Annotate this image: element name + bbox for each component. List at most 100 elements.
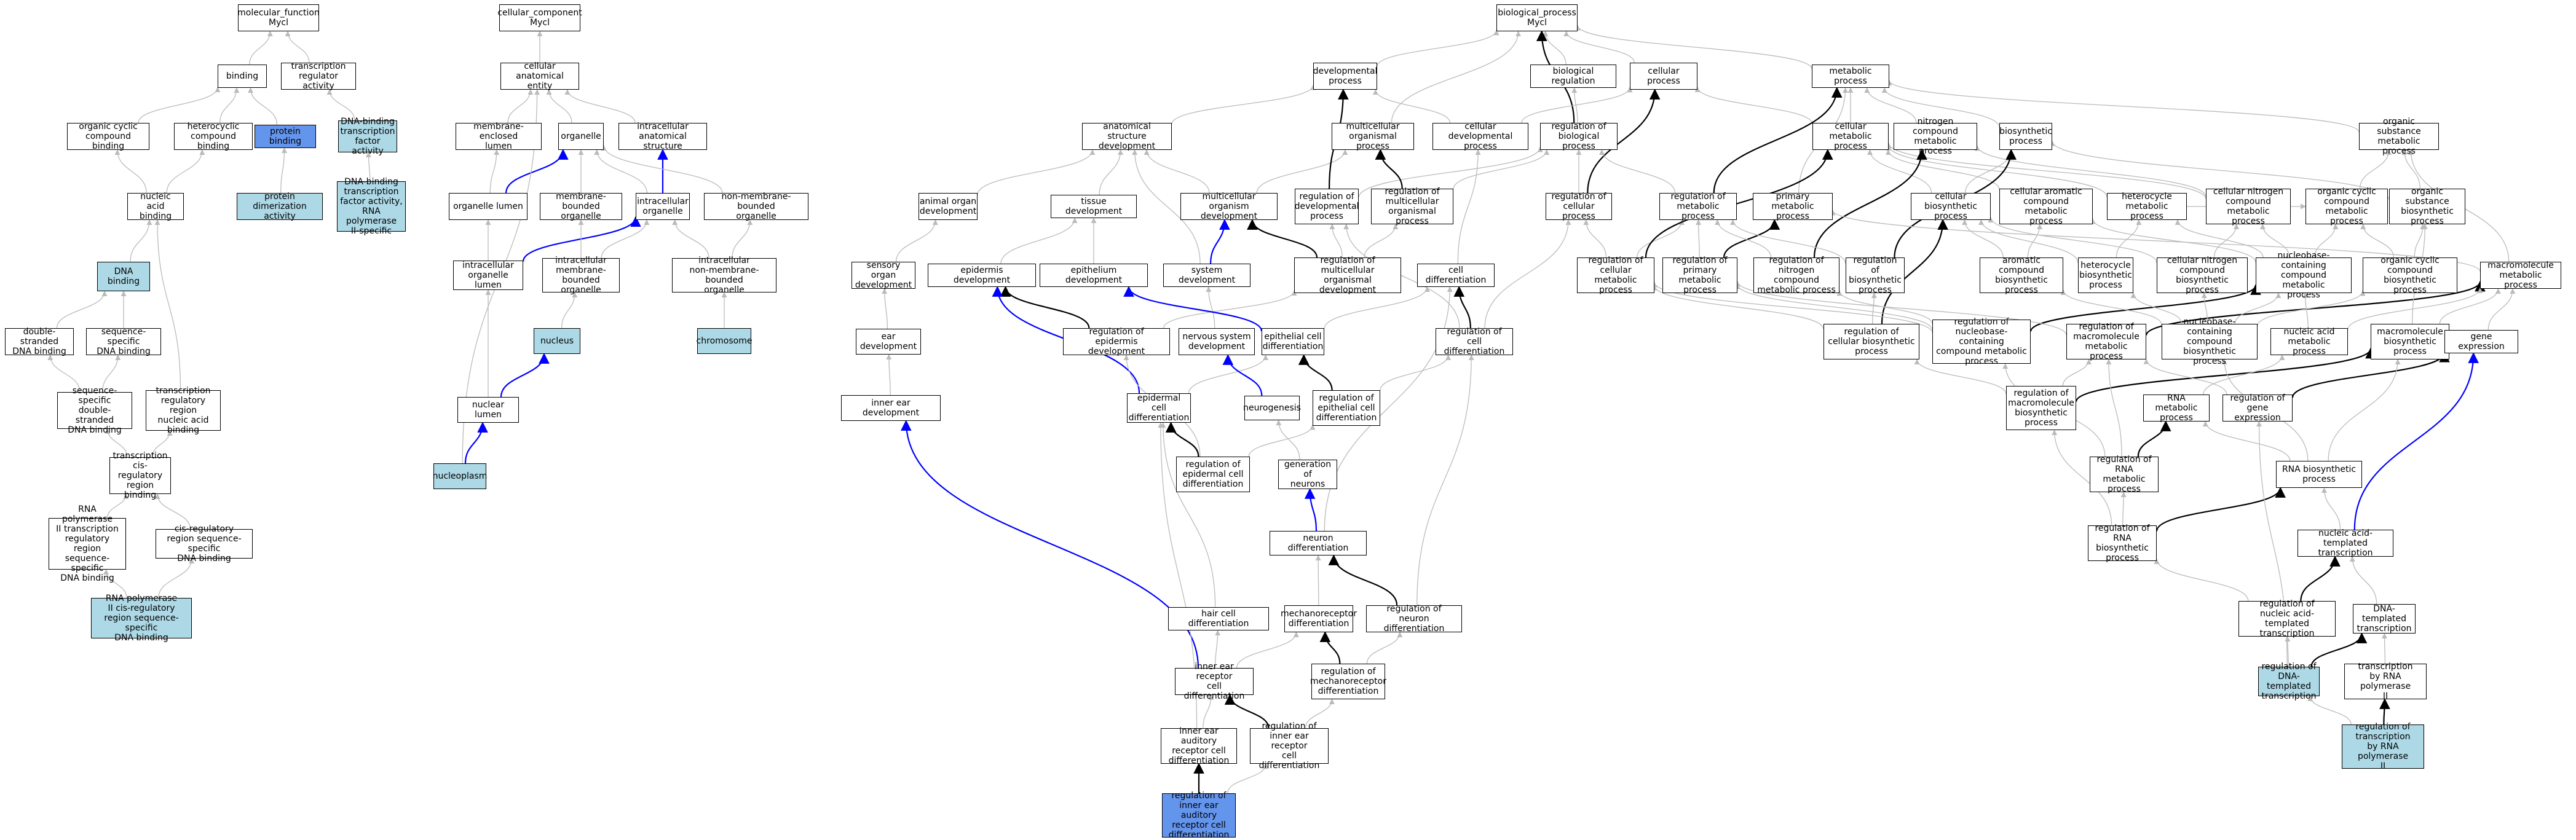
edge-part-of-org-lumen-to-organelle [505, 149, 569, 194]
go-term-ear-dev: ear development [856, 329, 921, 355]
go-term-protein-binding: protein binding [255, 125, 316, 148]
go-term-binding: binding [218, 65, 267, 88]
edge-is-a-multi-org-proc-to-bp-root [1391, 31, 1522, 124]
go-term-org-cyc-met: organic cyclic compound metabolic proces… [2305, 187, 2388, 226]
edge-is-a-gen-neurons-to-neurogenesis [1276, 420, 1300, 460]
edge-is-a-org-lumen-to-mem-lumen [489, 149, 500, 194]
edge-is-a-nucleic-met-to-nucleobase-met [2302, 292, 2309, 329]
edge-is-a-intra-mem-org-to-intra-org [601, 219, 650, 259]
go-term-cis-reg-seq: cis-regulatory region sequence-specific … [156, 524, 253, 563]
edge-is-a-cell-nitro-bios-to-cell-nitro-met [2213, 224, 2240, 258]
go-term-tissue-dev: tissue development [1051, 195, 1137, 218]
edge-is-a-reg-primary-met-to-reg-met-proc [1696, 219, 1702, 258]
edge-is-a-epidermis-dev-to-tissue-dev [1000, 218, 1078, 264]
edge-is-a-reg-rna-bios-to-reg-rna-met [2120, 492, 2127, 526]
edge-is-a-organelle-to-cell-anat [546, 89, 572, 124]
edge-is-a-reg-neuron-diff-to-reg-cell-diff [1416, 355, 1474, 606]
edge-is-a-nucleobase-met-to-cell-nitro-met [2259, 224, 2290, 258]
edge-is-a-cellular-proc-to-bp-root [1563, 31, 1635, 63]
go-term-cell-anat: cellular anatomical entity [500, 61, 579, 91]
go-term-cell-nitro-bios: cellular nitrogen compound biosynthetic … [2157, 256, 2248, 295]
go-term-nucleic-binding: nucleic acid binding [127, 192, 184, 221]
go-term-reg-met-proc: regulation of metabolic process [1659, 192, 1737, 221]
go-term-metabolic-proc: metabolic process [1812, 65, 1889, 88]
edge-is-a-dna-binding-to-nucleic-binding [130, 219, 152, 262]
edge-is-a-cell-aromatic-to-cell-met-proc [1885, 149, 2000, 190]
edge-is-a-org-cyc-bios-to-org-cyc-met [2360, 224, 2394, 258]
edge-is-a-system-dev-to-anat-dev [1132, 149, 1201, 264]
edge-is-a-dna-tf-rnapol-to-dna-binding-tf [365, 152, 371, 182]
edge-is-a-dna-templ-tr-to-na-templ-tr [2349, 556, 2377, 605]
edge-is-a-tr-region-nab-to-nucleic-binding [154, 219, 181, 391]
go-term-nuclear-lumen: nuclear lumen [457, 397, 519, 423]
edge-is-a-rnapol-tr-region-to-tr-cis-binding [106, 493, 129, 519]
edge-regulates-reg-na-templ-tr-to-na-templ-tr [2300, 555, 2341, 602]
go-term-nervous-dev: nervous system development [1179, 328, 1255, 355]
go-term-dna-binding: DNA binding [97, 262, 150, 291]
go-term-org-sub-bios: organic substance biosynthetic process [2389, 187, 2465, 226]
go-term-hair-cell-diff: hair cell differentiation [1168, 607, 1269, 630]
edge-is-a-cell-diff-to-cell-dev-proc [1457, 149, 1481, 264]
edge-is-a-nucleic-binding-to-org-cyc-binding [114, 149, 147, 194]
go-term-cell-nitro-met: cellular nitrogen compound metabolic pro… [2206, 187, 2291, 226]
edge-is-a-reg-dev-proc-to-reg-bio-proc [1358, 146, 1543, 198]
edge-part-of-intra-org-lumen-to-intra-org [522, 216, 641, 262]
edge-is-a-seq-ds-dna-to-seq-dna [101, 355, 121, 393]
go-term-reg-cell-proc: regulation of cellular process [1546, 192, 1612, 221]
edge-regulates-reg-dna-templ-tr-to-dna-templ-tr [2310, 632, 2368, 667]
edge-is-a-nonmem-org-to-organelle [601, 144, 723, 194]
edge-is-a-epid-cell-diff-to-epi-cell-diff [1188, 355, 1269, 394]
edge-is-a-cell-nitro-bios-to-cell-biosynth [1988, 216, 2157, 263]
edge-is-a-reg-tr-rnapol2-to-reg-dna-templ-tr [2307, 696, 2352, 725]
edge-part-of-system-dev-to-multi-org-dev [1210, 219, 1230, 264]
go-term-reg-cell-met: regulation of cellular metabolic process [1577, 256, 1654, 295]
go-term-reg-neuron-diff: regulation of neuron differentiation [1366, 604, 1462, 634]
edge-is-a-cell-biosynth-to-cell-met-proc [1867, 149, 1932, 194]
go-term-animal-organ-dev: animal organ development [919, 193, 978, 220]
edge-regulates-reg-inner-ear-rec-diff-to-inner-ear-rec-diff [1224, 694, 1270, 729]
go-term-multi-org-proc: multicellular organismal process [1332, 122, 1414, 151]
edge-regulates-reg-rna-bios-to-rna-bios [2155, 487, 2286, 532]
go-term-dna-binding-tf: DNA-binding transcription factor activit… [338, 117, 397, 156]
go-term-dna-templ-tr: DNA-templated transcription [2353, 604, 2416, 634]
go-term-system-dev: system development [1163, 264, 1250, 287]
go-term-nonmem-org: non-membrane-bounded organelle [704, 192, 808, 221]
edge-is-a-reg-met-proc-to-reg-bio-proc [1598, 149, 1676, 194]
go-term-macro-met: macromolecule metabolic process [2480, 261, 2561, 290]
edge-is-a-reg-nucleobase-met-to-reg-nitro-met [1836, 290, 1933, 324]
edge-is-a-reg-rna-bios-to-reg-macro-bios [2052, 430, 2112, 526]
go-term-inner-ear-dev: inner ear development [841, 395, 941, 421]
go-term-hetero-met: heterocycle metabolic process [2107, 192, 2187, 221]
edge-is-a-nucleobase-met-to-org-cyc-met [2314, 224, 2339, 258]
edge-regulates-reg-macro-bios-to-macro-bios [2075, 347, 2376, 402]
edge-regulates-reg-tr-rnapol2-to-tr-rnapol2 [2379, 698, 2390, 725]
go-term-rnapol-tr-region: RNA polymerase II transcription regulato… [49, 504, 126, 583]
go-term-reg-macro-bios: regulation of macromolecule biosynthetic… [2006, 386, 2076, 430]
go-term-intra-org-lumen: intracellular organelle lumen [453, 261, 523, 290]
go-term-primary-met: primary metabolic process [1753, 192, 1833, 221]
edge-part-of-nucleoplasm-to-nuclear-lumen [464, 422, 488, 464]
edge-is-a-nucleic-met-to-macro-met [2347, 287, 2483, 330]
go-term-org-lumen: organelle lumen [449, 193, 527, 220]
edge-is-a-ear-dev-to-sensory-dev [882, 288, 888, 329]
edge-is-a-reg-multi-dev-to-reg-multi-proc [1364, 224, 1399, 258]
edge-is-a-sensory-dev-to-animal-organ-dev [895, 219, 938, 262]
edge-is-a-nucleobase-bios-to-org-cyc-bios [2257, 290, 2366, 326]
go-term-cc-root: cellular_component Mycl [497, 4, 582, 31]
edge-is-a-reg-nitro-met-to-reg-met-proc [1714, 219, 1772, 258]
go-term-epi-cell-diff: epithelial cell differentiation [1262, 328, 1324, 355]
go-term-reg-epid-cell-diff: regulation of epidermal cell differentia… [1176, 457, 1250, 492]
edge-is-a-protein-dimer-to-protein-binding [280, 147, 288, 194]
go-term-protein-dimer: protein dimerization activity [237, 192, 323, 221]
go-term-mem-lumen: membrane-enclosed lumen [456, 122, 542, 151]
edge-is-a-nucleobase-bios-to-hetero-bios [2130, 292, 2183, 324]
go-term-epidermis-dev: epidermis development [928, 264, 1036, 287]
go-term-reg-dna-templ-tr: regulation of DNA-templated transcriptio… [2258, 662, 2320, 701]
edge-is-a-hetero-bios-to-hetero-met [2116, 219, 2142, 258]
edge-is-a-hetero-bios-to-cell-biosynth [1978, 219, 2079, 264]
go-term-aromatic-bios: aromatic compound biosynthetic process [1980, 256, 2063, 295]
go-term-reg-macro-met: regulation of macromolecule metabolic pr… [2066, 322, 2146, 361]
go-term-nitro-met: nitrogen compound metabolic process [1894, 117, 1977, 156]
edge-is-a-intra-nonmem-org-to-nonmem-org [732, 219, 753, 259]
